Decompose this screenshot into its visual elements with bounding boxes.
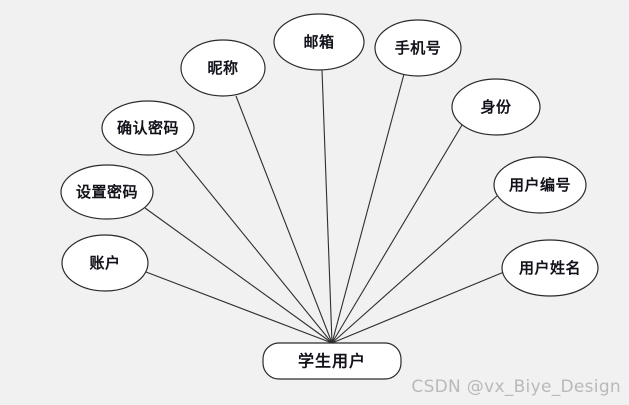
attribute-node-label: 手机号: [395, 39, 442, 57]
attribute-node[interactable]: 设置密码: [60, 164, 154, 220]
connector-line: [175, 150, 333, 344]
attribute-node-shape[interactable]: [273, 13, 365, 71]
attribute-node[interactable]: 昵称: [180, 39, 266, 97]
attribute-node-shape[interactable]: [374, 19, 462, 77]
attribute-node-label: 用户编号: [509, 176, 571, 194]
attribute-node-shape[interactable]: [60, 164, 154, 220]
attribute-node-shape[interactable]: [501, 239, 599, 297]
connector-line: [145, 271, 333, 344]
entity-node-group[interactable]: 学生用户: [262, 342, 402, 380]
attribute-node-label: 账户: [89, 254, 120, 272]
attribute-node-label: 身份: [480, 98, 512, 116]
connector-line: [144, 207, 333, 344]
connector-line: [321, 69, 333, 344]
attribute-node-shape[interactable]: [493, 156, 587, 214]
connector-line: [331, 124, 463, 344]
entity-node-shape[interactable]: [262, 342, 402, 380]
attribute-node[interactable]: 手机号: [374, 19, 462, 77]
attribute-node[interactable]: 确认密码: [101, 100, 195, 156]
connector-line: [331, 73, 405, 344]
attribute-node-label: 用户姓名: [519, 259, 581, 277]
csdn-watermark: CSDN @vx_Biye_Design: [411, 377, 621, 397]
attribute-node-label: 设置密码: [76, 183, 138, 201]
connector-line: [235, 95, 333, 344]
attribute-node-label: 确认密码: [117, 119, 179, 137]
attribute-node[interactable]: 用户编号: [493, 156, 587, 214]
attribute-node-shape[interactable]: [451, 78, 541, 136]
attribute-node-shape[interactable]: [180, 39, 266, 97]
connector-line: [331, 195, 498, 344]
connector-edges-group: [144, 69, 505, 344]
connector-line: [331, 271, 505, 344]
entity-node-label: 学生用户: [298, 352, 366, 371]
attribute-node[interactable]: 用户姓名: [501, 239, 599, 297]
attribute-node[interactable]: 邮箱: [273, 13, 365, 71]
attribute-node-label: 昵称: [207, 59, 238, 77]
attribute-node-label: 邮箱: [303, 33, 334, 51]
attribute-node[interactable]: 身份: [451, 78, 541, 136]
attribute-node[interactable]: 账户: [61, 234, 149, 292]
attribute-node-shape[interactable]: [61, 234, 149, 292]
attribute-node-shape[interactable]: [101, 100, 195, 156]
